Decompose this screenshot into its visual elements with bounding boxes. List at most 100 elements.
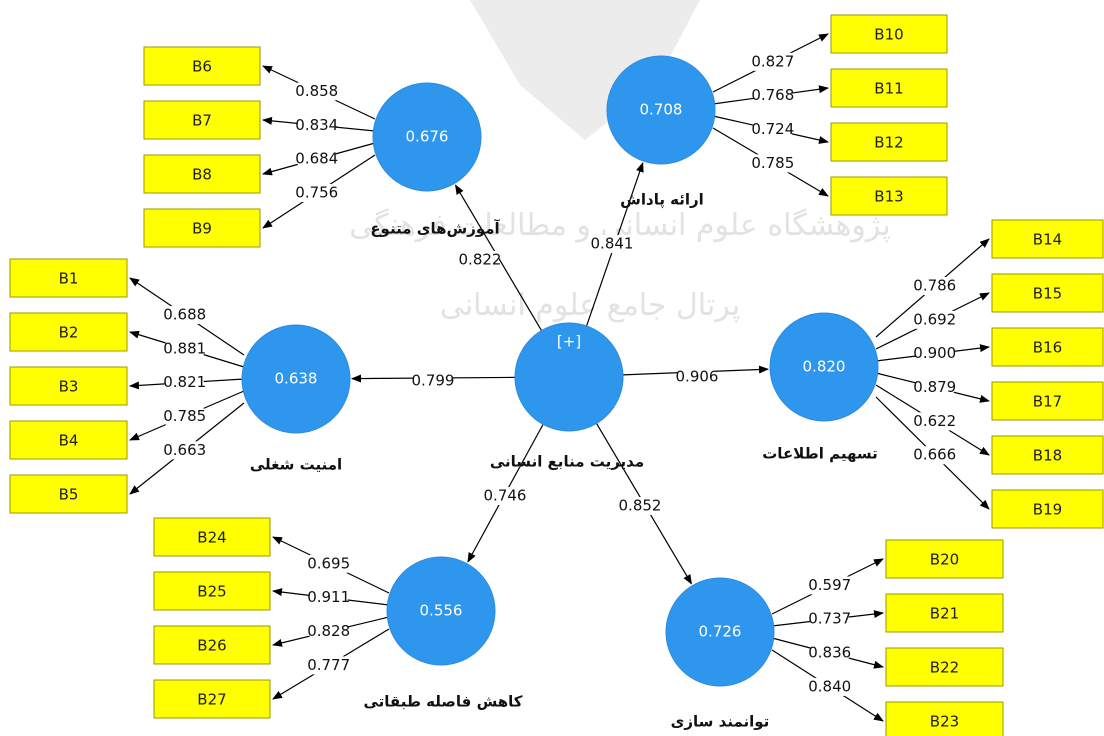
indicator-box-B8	[143, 154, 261, 194]
loading-B20-bg	[810, 576, 849, 595]
construct-circle-hrm	[514, 322, 624, 432]
indicator-B13[interactable]: B13	[830, 176, 948, 216]
path-coefficient-c4-bg	[678, 368, 716, 386]
indicator-B5[interactable]: B5	[9, 474, 128, 514]
indicator-B20[interactable]: B20	[885, 539, 1004, 579]
indicator-B10[interactable]: B10	[830, 14, 948, 54]
indicator-box-B4	[9, 420, 128, 460]
indicator-box-B22	[885, 647, 1004, 687]
indicator-B16[interactable]: B16	[991, 327, 1104, 367]
loading-B1-bg	[165, 305, 204, 324]
loading-B19: 0.666	[913, 446, 956, 464]
indicator-B11[interactable]: B11	[830, 68, 948, 108]
indicator-B18[interactable]: B18	[991, 435, 1104, 475]
loading-B21: 0.737	[808, 610, 851, 628]
indicator-box-B20	[885, 539, 1004, 579]
construct-circle-c3	[241, 324, 351, 434]
indicator-box-B12	[830, 122, 948, 162]
indicator-box-B23	[885, 701, 1004, 736]
loading-B16: 0.900	[913, 344, 956, 362]
loading-B24: 0.695	[307, 554, 350, 572]
indicator-B23[interactable]: B23	[885, 701, 1004, 736]
loading-B3: 0.821	[163, 373, 206, 391]
edges-layer: 0.8220.8580.8340.6840.7560.8410.8270.768…	[129, 33, 990, 722]
indicator-label-B18: B18	[1033, 447, 1062, 465]
construct-circle-c5	[386, 556, 496, 666]
indicator-box-B3	[9, 366, 128, 406]
loading-B8-bg	[297, 150, 336, 169]
loading-B25: 0.911	[307, 588, 350, 606]
indicator-B22[interactable]: B22	[885, 647, 1004, 687]
construct-hrm[interactable]: [+]مدیریت منابع انسانی	[490, 322, 644, 471]
indicator-label-B10: B10	[874, 26, 903, 44]
indicator-label-B17: B17	[1033, 393, 1062, 411]
indicator-label-B15: B15	[1033, 285, 1062, 303]
indicator-B4[interactable]: B4	[9, 420, 128, 460]
indicator-B9[interactable]: B9	[143, 208, 261, 248]
indicator-B27[interactable]: B27	[153, 679, 271, 719]
construct-expand-hrm: [+]	[557, 333, 581, 351]
indicator-B6[interactable]: B6	[143, 46, 261, 86]
indicator-B15[interactable]: B15	[991, 273, 1104, 313]
indicator-B24[interactable]: B24	[153, 517, 271, 557]
path-coefficient-c2-bg	[593, 235, 631, 253]
indicator-box-B25	[153, 571, 271, 611]
indicator-B14[interactable]: B14	[991, 219, 1104, 259]
indicator-B12[interactable]: B12	[830, 122, 948, 162]
construct-name-c3: امنیت شغلی	[250, 456, 342, 474]
indicator-label-B6: B6	[192, 58, 212, 76]
indicator-label-B25: B25	[197, 583, 226, 601]
indicator-box-B18	[991, 435, 1104, 475]
indicator-B17[interactable]: B17	[991, 381, 1104, 421]
indicator-box-B17	[991, 381, 1104, 421]
path-coefficient-c5: 0.746	[484, 487, 527, 505]
indicator-B8[interactable]: B8	[143, 154, 261, 194]
loading-B12: 0.724	[751, 120, 794, 138]
indicator-label-B3: B3	[59, 378, 79, 396]
loading-B4-bg	[165, 407, 204, 426]
indicator-label-B12: B12	[874, 134, 903, 152]
loading-B9: 0.756	[295, 183, 338, 201]
indicator-B3[interactable]: B3	[9, 366, 128, 406]
loading-B4: 0.785	[163, 407, 206, 425]
indicator-B19[interactable]: B19	[991, 489, 1104, 529]
loading-B3-bg	[165, 373, 204, 392]
indicator-box-B9	[143, 208, 261, 248]
indicator-label-B13: B13	[874, 188, 903, 206]
loading-B10: 0.827	[751, 52, 794, 70]
loading-B18-bg	[915, 412, 954, 431]
indicator-box-B15	[991, 273, 1104, 313]
loading-B6-bg	[297, 82, 336, 101]
indicator-B21[interactable]: B21	[885, 593, 1004, 633]
loading-B11: 0.768	[751, 86, 794, 104]
indicator-B2[interactable]: B2	[9, 312, 128, 352]
indicator-label-B21: B21	[930, 605, 959, 623]
indicator-box-B11	[830, 68, 948, 108]
indicator-B1[interactable]: B1	[9, 258, 128, 298]
path-coefficient-c1: 0.822	[459, 251, 502, 269]
construct-name-c6: توانمند سازی	[671, 713, 770, 731]
indicator-label-B24: B24	[197, 529, 226, 547]
loading-B27-bg	[309, 656, 348, 675]
indicator-B26[interactable]: B26	[153, 625, 271, 665]
indicator-box-B10	[830, 14, 948, 54]
construct-circle-c2	[606, 55, 716, 165]
indicator-B7[interactable]: B7	[143, 100, 261, 140]
indicator-B25[interactable]: B25	[153, 571, 271, 611]
path-coefficient-c3: 0.799	[412, 372, 455, 390]
loading-B23: 0.840	[808, 677, 851, 695]
loading-B21-bg	[810, 610, 849, 629]
indicator-label-B5: B5	[59, 486, 79, 504]
construct-name-c4: تسهیم اطلاعات	[762, 445, 878, 463]
watermark-emblem-shape	[470, 0, 700, 140]
loading-B26: 0.828	[307, 622, 350, 640]
loading-B14: 0.786	[913, 277, 956, 295]
loading-B17-bg	[915, 378, 954, 397]
